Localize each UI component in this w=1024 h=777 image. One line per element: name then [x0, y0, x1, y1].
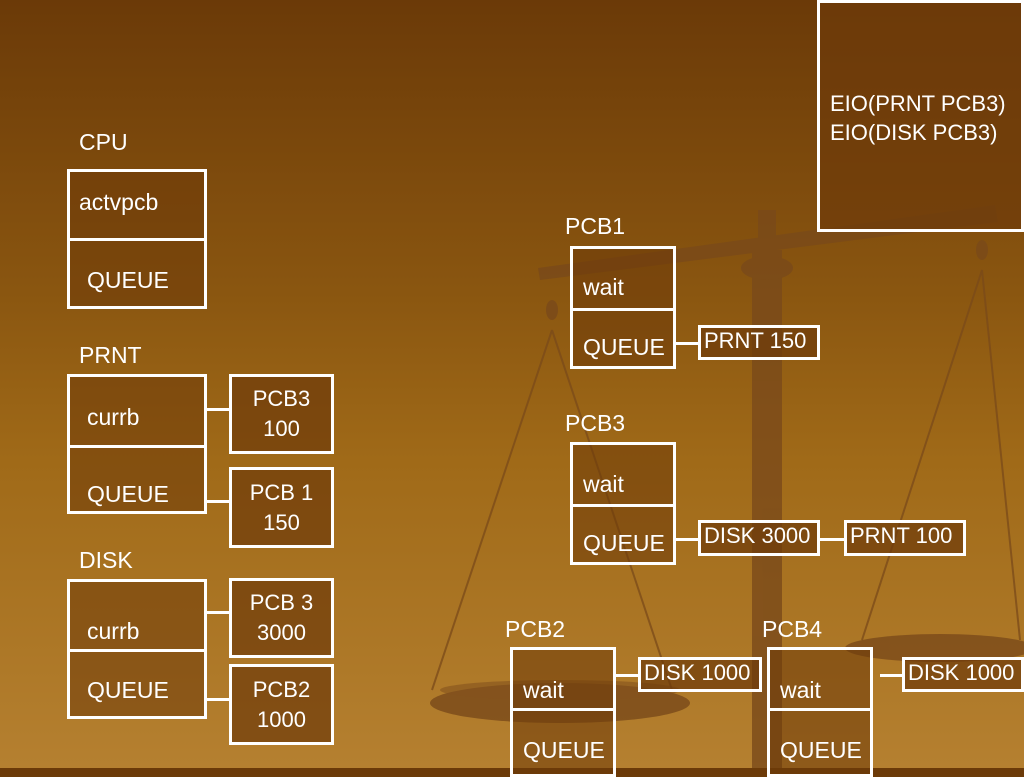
- pcb4-wait-field: wait: [780, 677, 821, 703]
- pcb2-wait-item: DISK 1000: [638, 657, 762, 692]
- disk-queue-field: QUEUE: [87, 677, 169, 703]
- eio-line-1: EIO(PRNT PCB3): [830, 91, 1006, 116]
- pcb3-queue-item-1: DISK 3000: [698, 520, 820, 556]
- cpu-queue-field: QUEUE: [87, 267, 169, 293]
- disk-currb-connector: [207, 611, 231, 614]
- disk-currb-field: currb: [87, 618, 140, 644]
- disk-label: DISK: [79, 547, 133, 573]
- pcb3-queue-field: QUEUE: [583, 530, 665, 556]
- pcb2-divider: [513, 708, 613, 711]
- pcb4-queue-field: QUEUE: [780, 737, 862, 763]
- eio-line-2: EIO(DISK PCB3): [830, 120, 998, 145]
- pcb1-divider: [573, 308, 673, 311]
- disk-queue-connector: [207, 698, 231, 701]
- cpu-label: CPU: [79, 129, 128, 155]
- pcb2-wait-connector: [616, 674, 640, 677]
- pcb1-queue-field: QUEUE: [583, 334, 665, 360]
- pcb2-box: wait QUEUE: [510, 647, 616, 777]
- cpu-box: actvpcb QUEUE: [67, 169, 207, 309]
- cpu-divider: [70, 238, 204, 241]
- pcb3-wait-field: wait: [583, 471, 624, 497]
- prnt-queue-connector: [207, 500, 231, 503]
- disk-current-pcb: PCB 3 3000: [229, 578, 334, 658]
- pcb1-label: PCB1: [565, 213, 626, 239]
- prnt-box: currb QUEUE: [67, 374, 207, 514]
- pcb1-wait-field: wait: [583, 274, 624, 300]
- pcb4-wait-connector: [880, 674, 904, 677]
- pcb2-queue-field: QUEUE: [523, 737, 605, 763]
- pcb3-queue-connector: [676, 538, 700, 541]
- pcb4-divider: [770, 708, 870, 711]
- disk-queue-pcb: PCB2 1000: [229, 664, 334, 745]
- prnt-divider: [70, 445, 204, 448]
- pcb2-wait-field: wait: [523, 677, 564, 703]
- prnt-label: PRNT: [79, 342, 142, 368]
- pcb1-queue-connector: [676, 342, 700, 345]
- pcb4-wait-item: DISK 1000: [902, 657, 1024, 692]
- prnt-queue-pcb: PCB 1 150: [229, 467, 334, 548]
- prnt-currb-connector: [207, 408, 231, 411]
- pcb3-label: PCB3: [565, 410, 626, 436]
- pcb3-divider: [573, 504, 673, 507]
- prnt-current-pcb: PCB3 100: [229, 374, 334, 454]
- prnt-queue-field: QUEUE: [87, 481, 169, 507]
- pcb4-box: wait QUEUE: [767, 647, 873, 777]
- pcb3-queue-connector-2: [820, 538, 846, 541]
- pcb1-queue-item: PRNT 150: [698, 325, 820, 360]
- disk-box: currb QUEUE: [67, 579, 207, 719]
- pcb4-label: PCB4: [762, 616, 823, 642]
- prnt-currb-field: currb: [87, 404, 140, 430]
- pcb3-box: wait QUEUE: [570, 442, 676, 565]
- disk-divider: [70, 649, 204, 652]
- pcb1-box: wait QUEUE: [570, 246, 676, 369]
- cpu-actvpcb-field: actvpcb: [79, 189, 159, 215]
- pcb2-label: PCB2: [505, 616, 566, 642]
- eio-event-box: EIO(PRNT PCB3) EIO(DISK PCB3): [817, 0, 1024, 232]
- pcb3-queue-item-2: PRNT 100: [844, 520, 966, 556]
